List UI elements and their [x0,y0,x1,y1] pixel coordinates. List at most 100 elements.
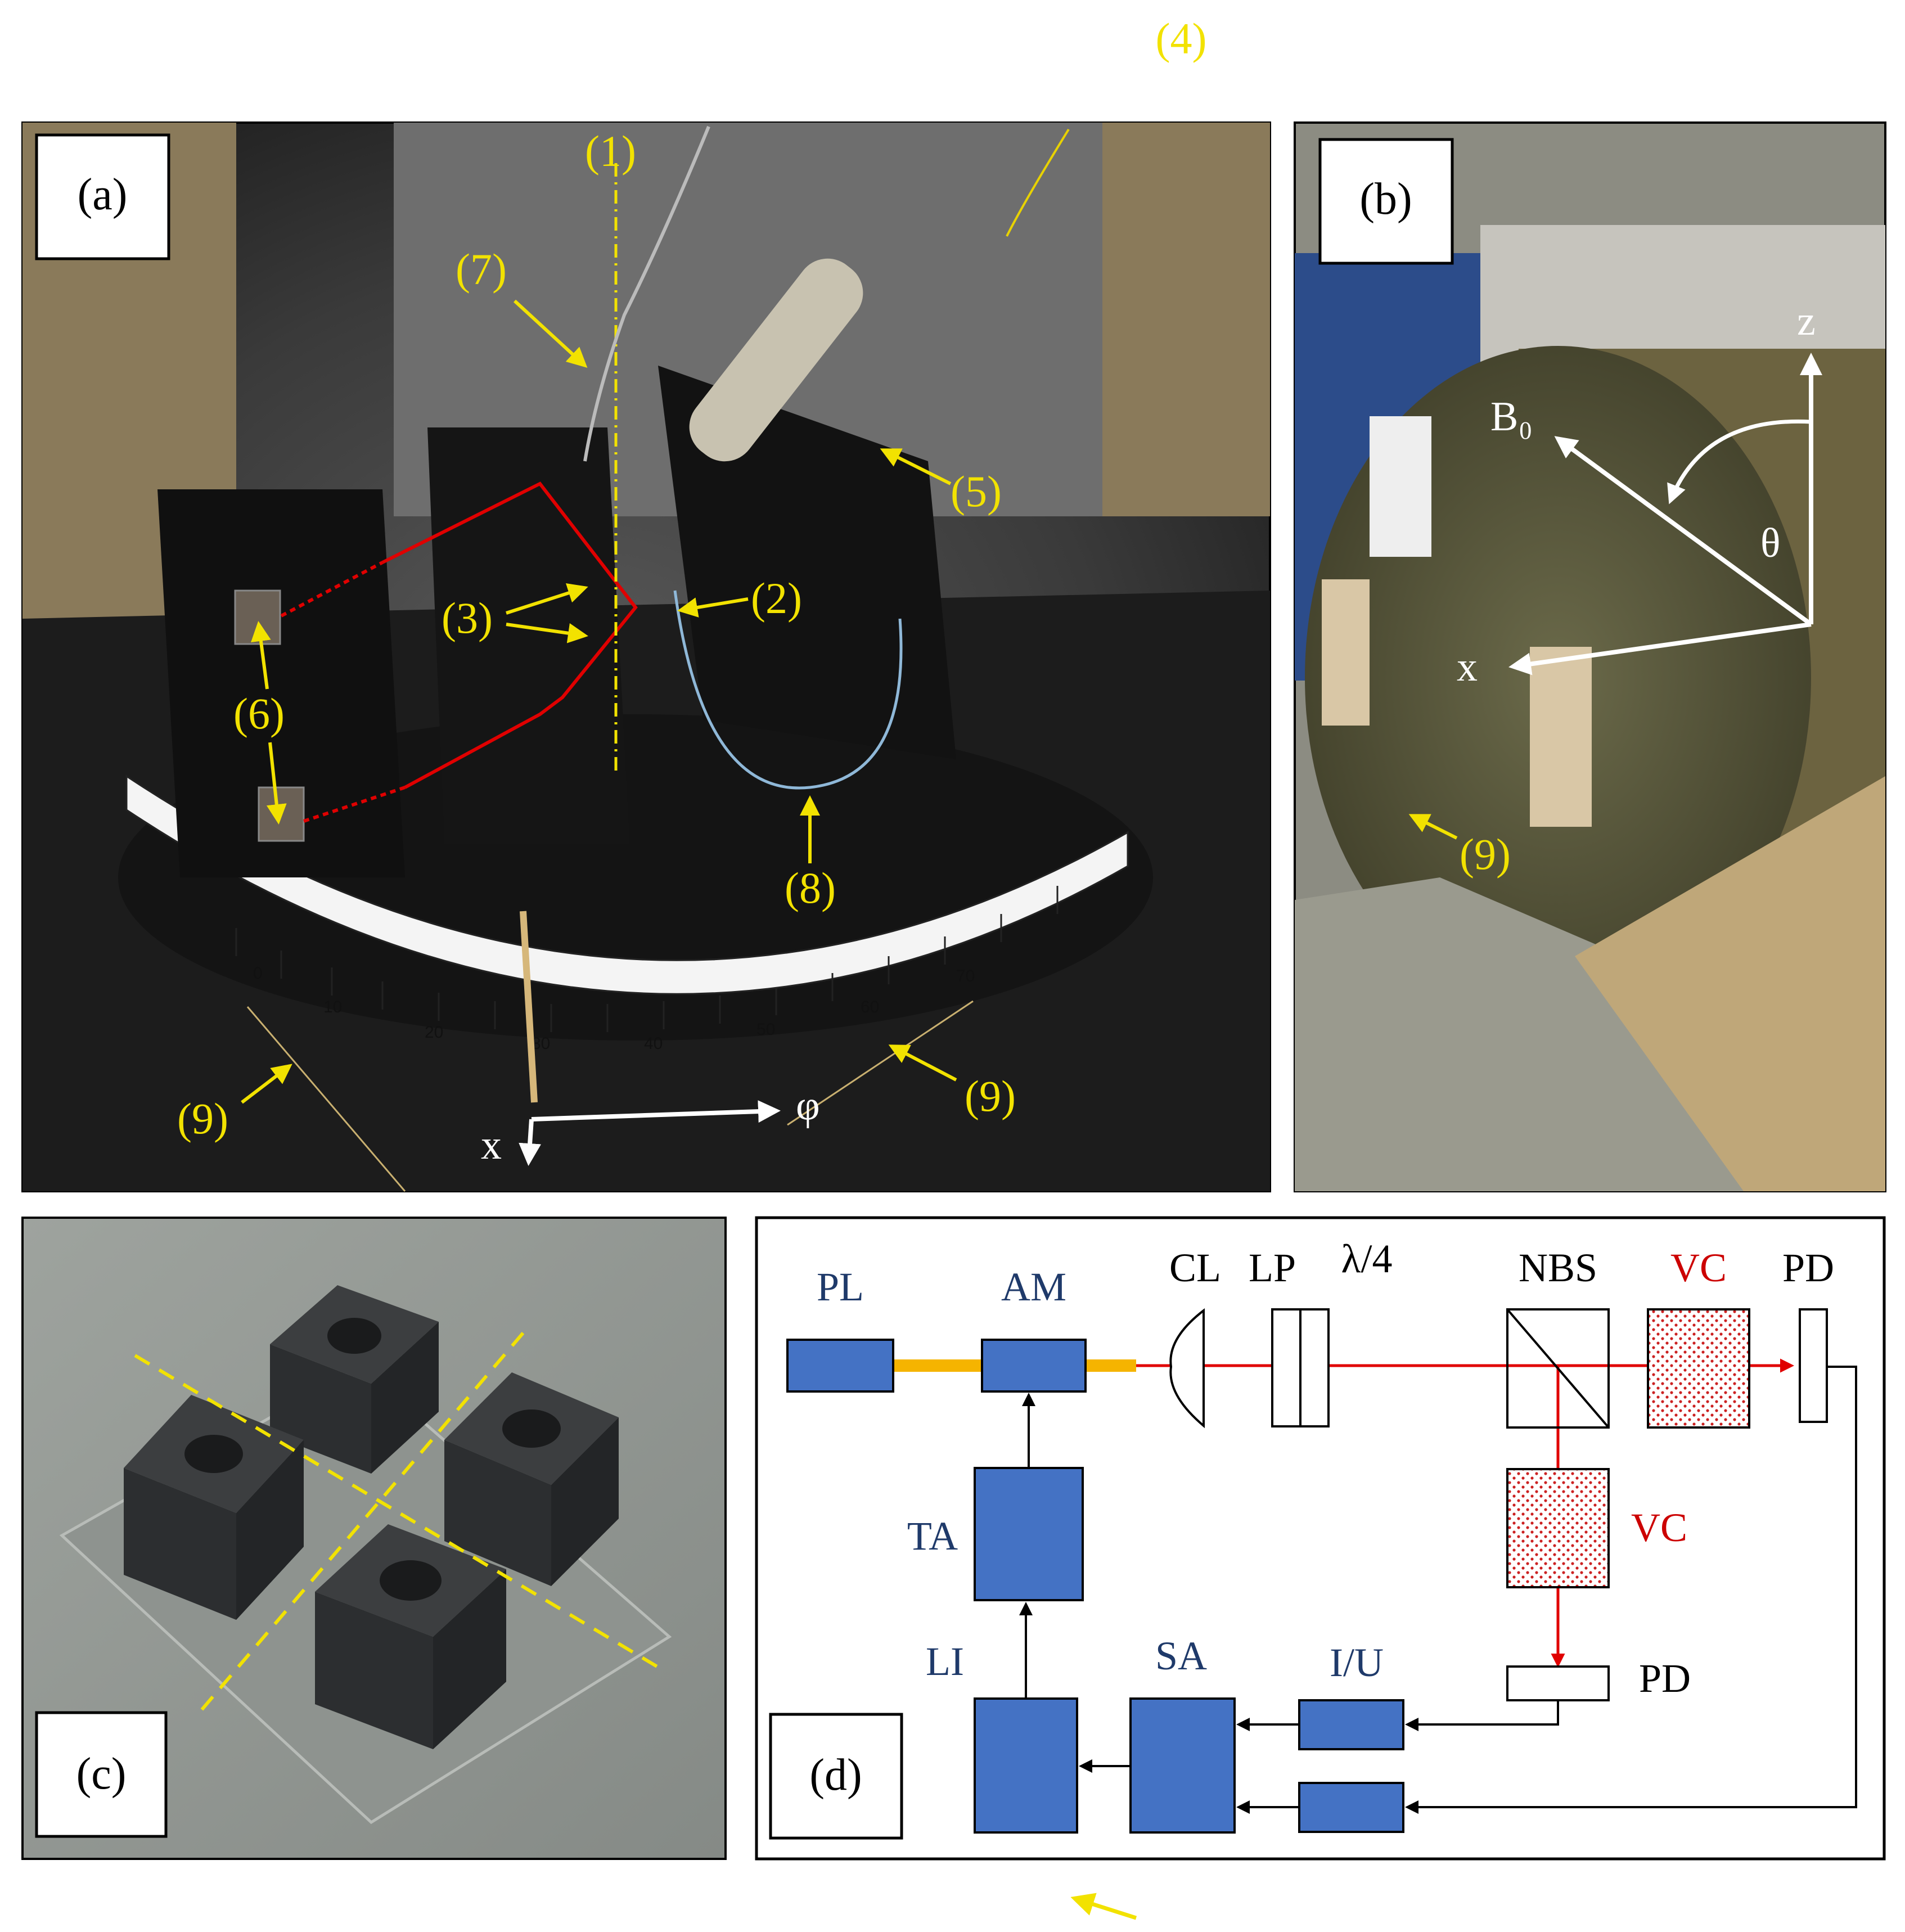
scale-number: 10 [323,998,342,1016]
arrow-6-up [251,621,271,690]
x-axis-label: x [1457,644,1478,690]
red-dotted-bottom [303,786,406,823]
pd-bottom-to-iu [1405,1700,1559,1731]
panel-b-paper [1370,416,1431,557]
x-axis-arrow [519,1119,542,1166]
dashed-divider-1 [134,1354,665,1672]
magnetometer-sensor-bottom [258,786,305,842]
lp-label: LP [1249,1245,1296,1290]
sample-holder-plate [157,489,405,877]
phi-axis-arrow [531,1100,781,1123]
panel-b-stand [1575,776,1885,1191]
red-dotted-top [280,561,384,618]
twisted-wires [583,125,710,462]
panel-a-label-box [35,133,170,260]
pl-label: PL [817,1264,864,1309]
red-beam-path [381,481,638,789]
b0-arrow [1554,436,1813,627]
scale-ring-band [125,774,1129,995]
x-axis-label: x [481,1122,502,1168]
scale-number: 30 [532,1034,550,1053]
pd-top-label: PD [1782,1245,1834,1290]
vapor-cell-cube [124,1395,304,1620]
vc-side-cell [1506,1468,1610,1588]
label-6: (6) [233,689,285,738]
arrow-6-down [266,742,287,825]
panel-a-right-wall [1102,123,1270,516]
nbs-label: NBS [1519,1245,1597,1290]
pd-bottom-label: PD [1639,1656,1691,1701]
vc-side-label: VC [1631,1505,1687,1550]
label-9: (9) [1460,830,1511,879]
label-5: (5) [951,467,1002,516]
arrow-3a [506,583,588,615]
fiber-pl-am [893,1359,982,1372]
scale-number: 70 [956,967,975,985]
optical-fiber [1006,128,1070,237]
iu-box-bottom [1298,1782,1404,1833]
arrow-9-right [888,1044,957,1082]
label-7: (7) [456,245,507,294]
panel-a-label: (a) [78,170,128,219]
phi-axis-label: φ [796,1083,820,1129]
panel-d-label-box [769,1713,903,1840]
panel-d-label: (d) [809,1750,862,1800]
fiber-loop [673,590,903,790]
li-box [974,1697,1078,1834]
panel-c: (c) [21,1217,727,1860]
arrow-3b [506,623,588,643]
panel-d: PL AM CL LP λ/4 NBS VC PD VC PD TA LI SA… [755,1216,1886,1861]
scale-number: 40 [644,1034,663,1053]
arrow-2 [677,597,749,618]
magnetometer-sensor-top [234,589,281,645]
arrow-5 [880,448,952,485]
stray-yellow-arrow [1070,1893,1137,1920]
theta-label: θ [1760,520,1780,566]
scale-number: 20 [425,1023,443,1042]
am-box [981,1339,1087,1393]
scale-number: 60 [861,998,879,1016]
am-label: AM [1001,1264,1066,1309]
ta-label: TA [907,1514,958,1559]
theta-arc [1667,419,1812,505]
vc-top-label: VC [1670,1245,1727,1290]
probe-mount [427,427,630,844]
vapor-cell-cube [315,1524,506,1749]
lambda4-element [1299,1308,1330,1427]
b0-label: B₀ [1490,394,1533,440]
label-2: (2) [751,574,802,623]
panel-c-label-box [35,1711,168,1838]
fiber-am-out [1086,1359,1136,1372]
pd-top [1799,1308,1828,1423]
panel-a: 0 10 20 30 40 50 60 70 x φ (1) (7) [21,121,1271,1192]
pd-bottom [1506,1665,1610,1701]
cylindrical-lens [1169,1308,1205,1429]
vapor-cell-cube [444,1372,619,1586]
scale-numbers: 0 10 20 30 40 50 60 70 [253,964,975,1053]
x-axis-arrow [1508,622,1812,675]
li-label: LI [926,1639,964,1684]
lp-element [1271,1308,1301,1427]
lambda4-label: λ/4 [1341,1236,1393,1281]
cl-label: CL [1169,1245,1221,1290]
wire-left [246,1006,406,1192]
label-9-right: (9) [965,1071,1016,1120]
label-1: (1) [585,127,636,175]
pd-top-to-iu [1405,1366,1857,1814]
scale-ticks [235,886,1059,1032]
panel-b: z B₀ θ x (9) (b) [1294,121,1886,1192]
iu-label: I/U [1330,1640,1384,1685]
panel-b-handle-left [1322,579,1370,726]
label-9-left: (9) [177,1094,228,1143]
panel-b-label-box [1318,138,1454,265]
pointer-stick [520,911,538,1103]
pl-box [786,1339,894,1393]
ta-box [974,1467,1084,1601]
panel-c-label: (c) [76,1749,127,1799]
label-3: (3) [442,593,493,642]
scale-number: 0 [253,964,263,983]
fiber-collimator [689,258,863,462]
arrow-7 [513,299,588,368]
scale-number: 50 [756,1020,775,1039]
iu-box-top [1298,1699,1404,1750]
